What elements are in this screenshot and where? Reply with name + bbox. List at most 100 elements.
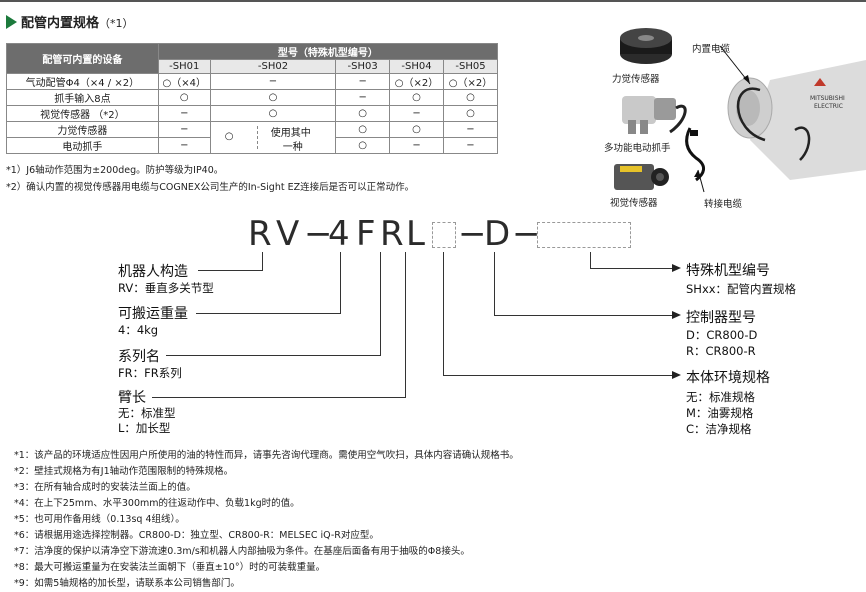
footnote: *6：请根据用途选择控制器。CR800-D：独立型、CR800-R：MELSEC…: [14, 530, 379, 541]
legend-title: 系列名: [118, 349, 160, 365]
connector-line: [590, 268, 672, 269]
product-illustration: MITSUBISHI ELECTRIC: [614, 28, 866, 193]
footnote: *2：壁挂式规格为有J1轴动作范围限制的特殊规格。: [14, 466, 234, 477]
table-cell: ○（×2）: [443, 73, 498, 90]
column-header: -SH01: [157, 59, 211, 74]
table-cell: ○: [443, 105, 498, 122]
table-cell: −: [157, 137, 211, 154]
connector-line: [380, 252, 381, 356]
table-note: *1）J6轴动作范围为±200deg。防护等级为IP40。: [6, 165, 224, 176]
table-row: 气动配管Φ4（×4 / ×2） ○（×4） − − ○（×2） ○（×2）: [6, 73, 498, 90]
sh02-merged-cell: ○ 使用其中 一种: [209, 121, 337, 154]
table-cell: ○: [443, 89, 498, 106]
row-label: 力觉传感器: [6, 121, 159, 138]
table-row: 视觉传感器 （*2） − ○ ○ − ○: [6, 105, 498, 122]
table-cell: −: [443, 137, 498, 154]
table-cell: ○: [389, 89, 444, 106]
legend-title: 特殊机型编号: [686, 263, 770, 279]
table-header-row: 配管可内置的设备 型号（特殊机型编号）: [6, 43, 499, 74]
sh02-note-line1: 使用其中: [270, 128, 311, 139]
table-cell: −: [209, 73, 337, 90]
table-cell: −: [389, 137, 444, 154]
connector-line: [152, 397, 406, 398]
gripper-label: 多功能电动抓手: [604, 143, 671, 154]
table-cell: ○: [157, 89, 211, 106]
table-cell: −: [389, 105, 444, 122]
force-sensor-image: [620, 28, 672, 64]
legend-item: RV：垂直多关节型: [118, 281, 214, 295]
legend-item: D：CR800-D: [686, 328, 758, 342]
table-row: 抓手输入8点 ○ ○ − ○ ○: [6, 89, 498, 106]
footnote: *3：在所有轴合成时的安装法兰面上的值。: [14, 482, 196, 493]
legend-item: FR：FR系列: [118, 366, 182, 380]
force-sensor-label: 力觉传感器: [612, 74, 660, 85]
connector-line: [262, 252, 263, 271]
legend-title: 臂长: [118, 390, 146, 406]
row-label: 气动配管Φ4（×4 / ×2）: [6, 73, 159, 90]
row-label: 抓手输入8点: [6, 89, 159, 106]
legend-item: 无：标准规格: [686, 390, 755, 404]
column-header: -SH04: [389, 59, 444, 74]
table-cell: ○: [335, 121, 391, 138]
connector-line: [196, 313, 341, 314]
column-header: -SH02: [209, 59, 337, 74]
table-cell: ○（×4）: [157, 73, 211, 90]
legend-title: 可搬运重量: [118, 306, 188, 322]
table-note: *2）确认内置的视觉传感器用电缆与COGNEX公司生产的In-Sight EZ连…: [6, 182, 415, 193]
legend-item: 4：4kg: [118, 323, 159, 337]
legend-item: 无：标准型: [118, 406, 176, 420]
vision-sensor-image: [614, 164, 669, 190]
special-model-placeholder: [537, 222, 631, 248]
table-cell: −: [157, 105, 211, 122]
table-cell: ○: [335, 137, 391, 154]
model-char: R: [380, 214, 404, 254]
robot-arm-image: MITSUBISHI ELECTRIC: [727, 60, 866, 180]
connector-line: [166, 355, 381, 356]
section-title-text: 配管内置规格: [21, 16, 100, 31]
model-char: F: [356, 214, 376, 254]
legend-item: C：洁净规格: [686, 422, 752, 436]
legend-item: SHxx：配管内置规格: [686, 282, 797, 296]
connector-line: [494, 252, 495, 316]
table-cell: ○: [224, 131, 234, 142]
connector-line: [443, 375, 672, 376]
arrow-right-icon: [672, 264, 681, 272]
legend-item: M：油雾规格: [686, 406, 754, 420]
legend-item: R：CR800-R: [686, 344, 756, 358]
table-cell: ○（×2）: [389, 73, 444, 90]
sh02-note-line2: 一种: [282, 142, 303, 153]
legend-title: 控制器型号: [686, 310, 756, 326]
table-cell: ○: [335, 105, 391, 122]
model-char: −: [304, 214, 333, 254]
legend-title: 机器人构造: [118, 264, 188, 280]
triangle-bullet-icon: [6, 15, 17, 29]
model-char: V: [276, 214, 300, 254]
row-label: 视觉传感器 （*2）: [6, 105, 159, 122]
gripper-image: [622, 96, 687, 134]
section-title-note: （*1）: [99, 17, 134, 30]
table-cell: −: [157, 121, 211, 138]
model-header: 型号（特殊机型编号）: [157, 43, 499, 60]
arrow-right-icon: [672, 371, 681, 379]
connector-line: [340, 252, 341, 314]
vision-sensor-label: 视觉传感器: [610, 198, 658, 209]
connector-line: [405, 252, 406, 398]
model-char: −: [512, 214, 541, 254]
model-char: D: [484, 214, 511, 254]
merged-divider: [256, 126, 258, 149]
spec-table: 配管可内置的设备 型号（特殊机型编号） -SH01 -SH02 -SH03 -S…: [6, 43, 499, 154]
arrow-right-icon: [672, 311, 681, 319]
relay-cable-image: [685, 127, 705, 182]
table-row: 力觉传感器 − ○ 使用其中 一种 ○ ○ −: [6, 121, 498, 154]
internal-cable-label: 内置电缆: [692, 44, 731, 55]
table-cell: −: [443, 121, 498, 138]
arm-length-placeholder: [432, 222, 456, 248]
top-rule: [0, 0, 866, 2]
footnote: *4：在上下25mm、水平300mm的往返动作中、负载1kg时的值。: [14, 498, 300, 509]
table-row: 电动抓手 − ○ − −: [6, 137, 498, 154]
column-header: -SH03: [335, 59, 391, 74]
connector-line: [198, 270, 263, 271]
relay-cable-label: 转接电缆: [704, 199, 743, 210]
table-cell: ○: [209, 105, 337, 122]
row-label: 电动抓手: [6, 137, 159, 154]
